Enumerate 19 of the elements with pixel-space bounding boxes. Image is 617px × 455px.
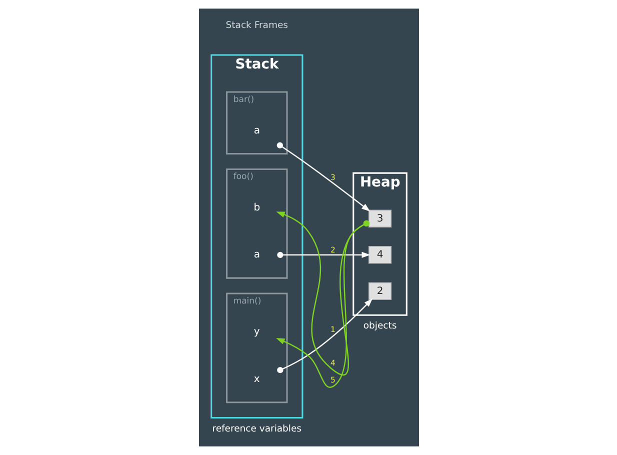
node-label: objects: [362, 320, 396, 332]
label: Stack Frames: [225, 20, 288, 32]
node-text: x: [253, 374, 260, 385]
node-box: 2: [368, 282, 392, 300]
arrow: [276, 298, 372, 374]
edge-label: 3: [330, 173, 335, 182]
edge-label: 2: [330, 246, 335, 255]
node-box: 3: [368, 210, 392, 228]
arrow: [276, 142, 370, 212]
node-box: 4: [368, 246, 392, 264]
arrow: [276, 252, 370, 258]
node-text: y: [253, 326, 260, 338]
edge-label: 1: [330, 325, 335, 334]
node-text: a: [253, 125, 260, 136]
node-text: a: [253, 250, 260, 261]
edge-label: 4: [330, 358, 335, 368]
node-label: reference variables: [212, 423, 302, 434]
node-text: b: [253, 202, 260, 214]
edge-label: 5: [330, 375, 335, 384]
